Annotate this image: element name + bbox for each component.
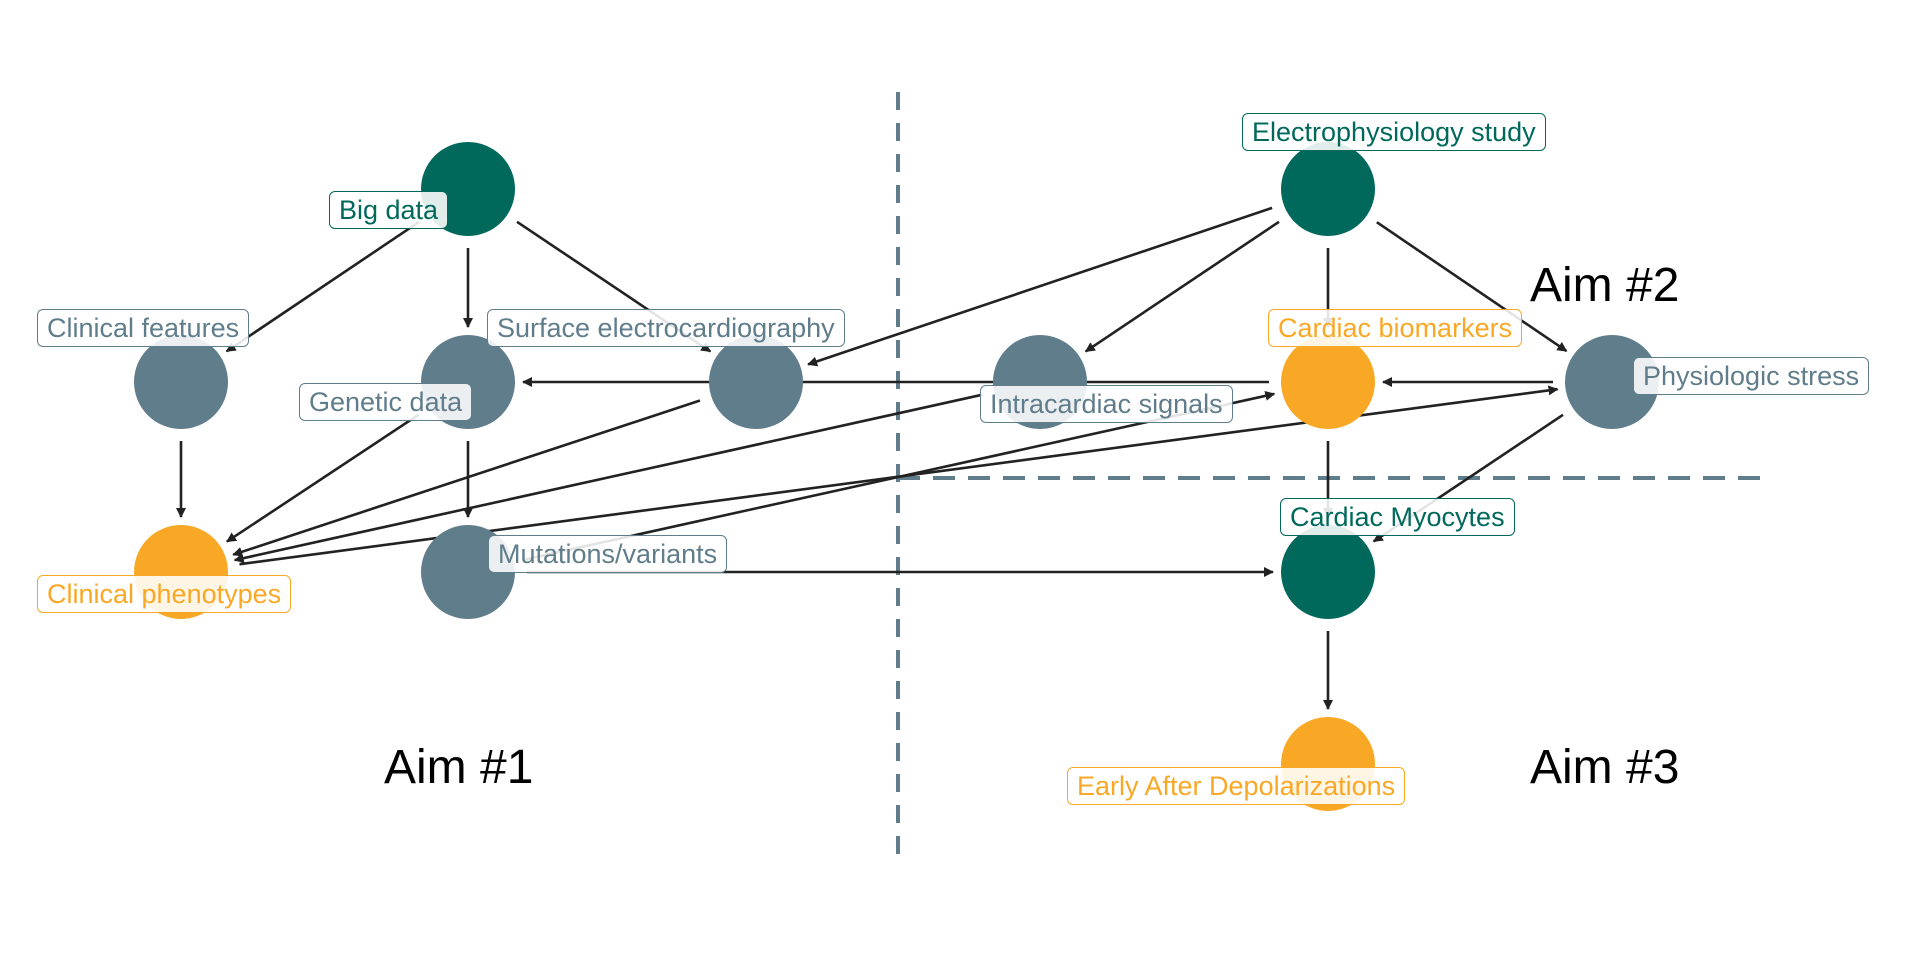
node-label-genetic-data: Genetic data <box>299 383 473 421</box>
aim-1-title: Aim #1 <box>384 741 534 794</box>
node-clinical-features <box>134 335 228 429</box>
node-label-clinical-phenotypes: Clinical phenotypes <box>37 575 292 613</box>
edge-surface_ecg-to-clinical_phenotypes <box>232 399 701 557</box>
edge-ep_study-to-surface_ecg <box>807 206 1273 367</box>
edge-genetic_data-to-clinical_phenotypes <box>226 413 420 543</box>
node-label-stress: Physiologic stress <box>1633 357 1870 395</box>
aim-3-title: Aim #3 <box>1530 741 1680 794</box>
node-ep-study <box>1281 142 1375 236</box>
edge-big_data-to-clinical_features <box>225 220 420 353</box>
node-label-clinical-features: Clinical features <box>37 309 250 347</box>
node-label-ead: Early After Depolarizations <box>1067 767 1406 805</box>
node-label-surface-ecg: Surface electrocardiography <box>487 309 845 347</box>
node-myocytes <box>1281 525 1375 619</box>
node-biomarkers <box>1281 335 1375 429</box>
node-label-biomarkers: Cardiac biomarkers <box>1268 309 1523 347</box>
node-label-myocytes: Cardiac Myocytes <box>1280 498 1515 536</box>
aim-2-title: Aim #2 <box>1530 259 1680 312</box>
node-label-big-data: Big data <box>329 191 449 229</box>
node-surface-ecg <box>709 335 803 429</box>
node-label-mutations: Mutations/variants <box>488 535 728 573</box>
node-label-ep-study: Electrophysiology study <box>1242 113 1546 151</box>
edge-ep_study-to-intracardiac <box>1084 220 1280 353</box>
edge-ep_study-to-stress <box>1376 221 1568 353</box>
node-label-intracardiac: Intracardiac signals <box>980 385 1233 423</box>
edge-intracardiac-to-clinical_phenotypes <box>233 393 983 564</box>
